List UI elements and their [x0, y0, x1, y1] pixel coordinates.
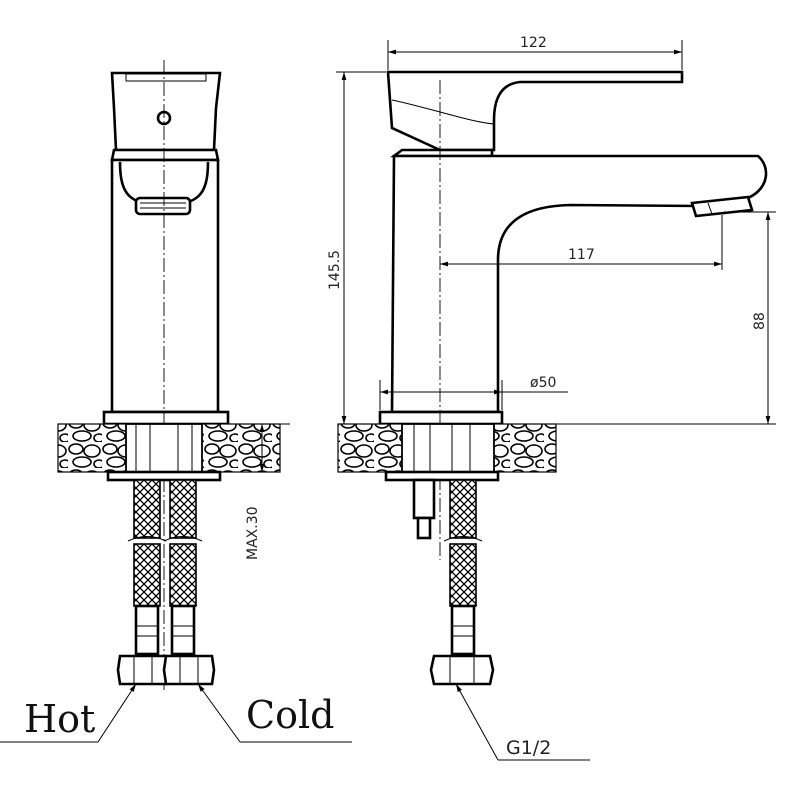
side-nut — [429, 654, 495, 686]
cold-hose — [169, 479, 197, 539]
spout-reach-label: 117 — [568, 247, 595, 263]
front-view — [0, 60, 352, 743]
hot-hose — [133, 479, 161, 539]
front-base-plate — [102, 410, 230, 426]
total-height-label: 145.5 — [327, 250, 343, 290]
side-hose — [449, 479, 477, 539]
hot-nut — [116, 654, 170, 686]
side-base-plate — [378, 410, 504, 426]
spout-height-label: 88 — [752, 312, 768, 330]
side-body — [390, 154, 768, 414]
hot-label: Hot — [24, 697, 95, 741]
base-diameter-label: ø50 — [530, 375, 556, 391]
side-handle-lever — [386, 70, 684, 152]
aerator — [134, 196, 192, 216]
max-thickness-label: MAX.30 — [245, 506, 261, 560]
side-view — [336, 40, 776, 761]
side-aerator — [690, 195, 754, 218]
thread-label: G1/2 — [506, 737, 551, 759]
cold-label: Cold — [246, 693, 334, 737]
cold-nut — [162, 654, 216, 686]
spout-width-label: 122 — [520, 35, 547, 51]
